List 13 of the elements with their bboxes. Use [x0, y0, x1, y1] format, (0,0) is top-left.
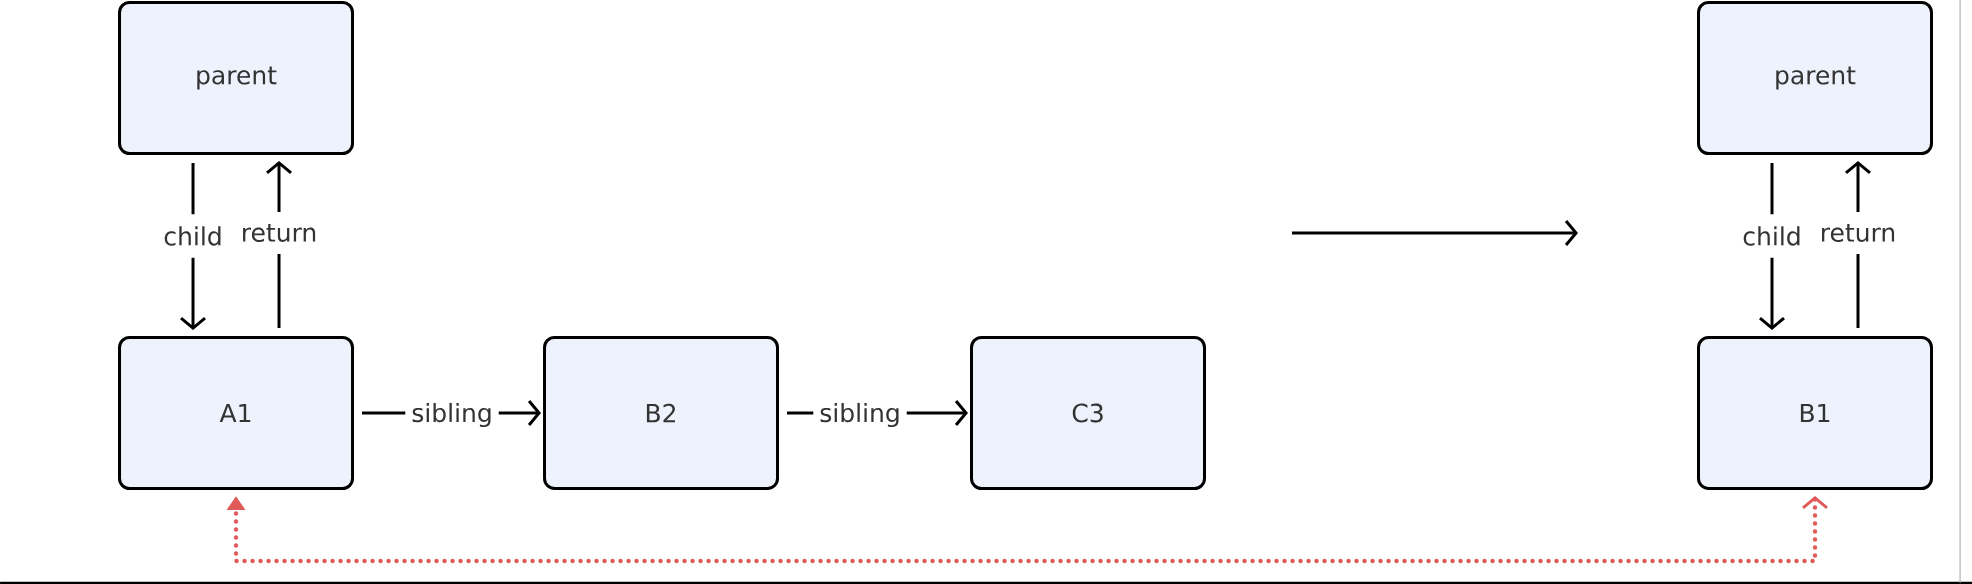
process-box: B1: [1697, 336, 1933, 490]
edge-label: child: [157, 214, 229, 258]
edge-label: return: [234, 212, 324, 254]
process-box: parent: [118, 1, 354, 155]
process-box: parent: [1697, 1, 1933, 155]
process-box: C3: [970, 336, 1206, 490]
arrow: [226, 496, 1828, 564]
edge-label: child: [1736, 214, 1808, 258]
edge-label: sibling: [405, 390, 499, 440]
process-box: B2: [543, 336, 779, 490]
edge-label: sibling: [813, 390, 907, 440]
edge-label: return: [1813, 212, 1903, 254]
process-box: A1: [118, 336, 354, 490]
